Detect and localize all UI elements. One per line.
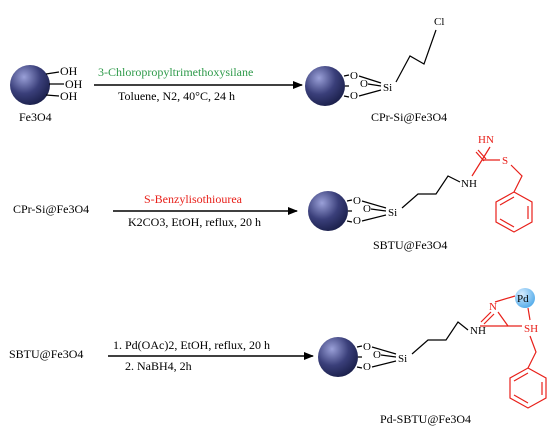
p3-nh: NH: [470, 325, 486, 337]
step2: CPr-Si@Fe3O4 S-Benzylisothiourea K2CO3, …: [13, 134, 533, 252]
step1-reagent: 3-Chloropropyltrimethoxysilane: [98, 65, 253, 79]
p3-o3: O: [363, 361, 371, 373]
p2-o3: O: [353, 215, 361, 227]
p1-si: Si: [383, 82, 392, 94]
start-material-label: Fe3O4: [19, 110, 52, 124]
oh-label-2: OH: [65, 77, 83, 91]
benzene-ring-3: [509, 367, 547, 409]
step3: SBTU@Fe3O4 1. Pd(OAc)2, EtOH, reflux, 20…: [9, 288, 547, 426]
product2-sphere: [308, 191, 348, 231]
product3-sphere: [318, 337, 358, 377]
fe3o4-sphere: [10, 65, 50, 105]
p3-o2: O: [373, 349, 381, 361]
p3-n: N: [489, 301, 497, 313]
p3-sh: SH: [524, 323, 538, 335]
product1-sphere: [305, 66, 345, 106]
step2-start-label: CPr-Si@Fe3O4: [13, 202, 89, 216]
p1-o2: O: [360, 78, 368, 90]
step2-conditions: K2CO3, EtOH, reflux, 20 h: [128, 215, 261, 229]
p2-o2: O: [363, 203, 371, 215]
p3-o1: O: [363, 341, 371, 353]
product1-label: CPr-Si@Fe3O4: [371, 110, 447, 124]
product2-label: SBTU@Fe3O4: [373, 238, 447, 252]
benzene-ring-2: [495, 191, 533, 233]
p2-si: Si: [388, 207, 397, 219]
p1-o3: O: [350, 90, 358, 102]
p1-cl: Cl: [434, 16, 444, 28]
p2-hn: HN: [478, 134, 494, 146]
product3-label: Pd-SBTU@Fe3O4: [380, 412, 471, 426]
step1: OH OH OH Fe3O4 3-Chloropropyltrimethoxys…: [10, 16, 447, 124]
pd-atom: [515, 288, 535, 308]
p2-o1: O: [353, 195, 361, 207]
step1-conditions: Toluene, N2, 40°C, 24 h: [118, 89, 235, 103]
p3-si: Si: [398, 353, 407, 365]
p2-nh: NH: [461, 178, 477, 190]
step2-reagent: S-Benzylisothiourea: [144, 192, 243, 206]
p3-pd: Pd: [517, 293, 529, 305]
p1-o1: O: [350, 70, 358, 82]
step3-conditions-1: 1. Pd(OAc)2, EtOH, reflux, 20 h: [113, 338, 270, 352]
step3-start-label: SBTU@Fe3O4: [9, 347, 83, 361]
oh-label-3: OH: [60, 89, 78, 103]
p2-s: S: [502, 155, 508, 167]
oh-label-1: OH: [60, 64, 78, 78]
step3-conditions-2: 2. NaBH4, 2h: [125, 359, 192, 373]
